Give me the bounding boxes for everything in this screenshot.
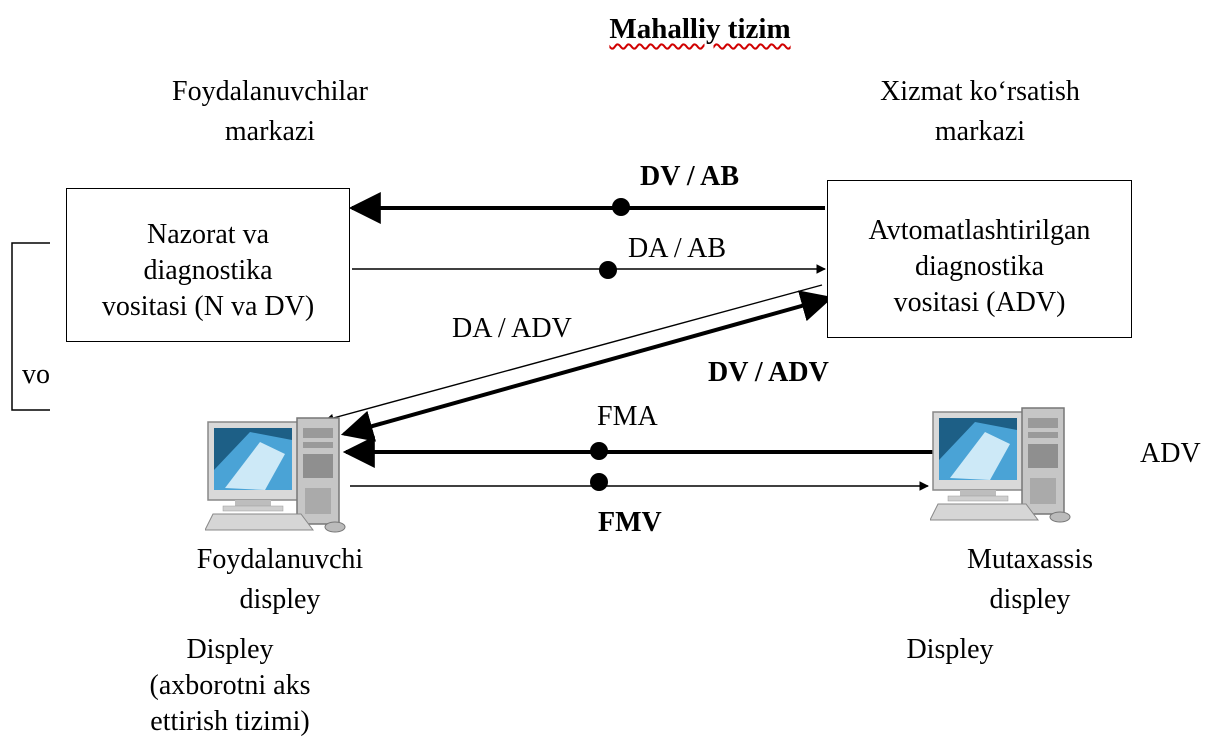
display-right-label: Displey [906,634,994,665]
da-ab-label: DA / AB [628,233,727,264]
da-adv-label: DA / ADV [452,313,572,344]
fma-node [590,442,608,460]
left-bracket-line [11,242,50,411]
fmv-label: FMV [598,507,662,538]
da-ab-node [599,261,617,279]
da-adv-arrow [325,284,823,423]
fmv-node [590,473,608,491]
dv-adv-arrow [340,290,834,442]
fma-label: FMA [597,401,658,432]
diagram-title: Mahalliy tizim [609,13,791,45]
desktop-computer-icon [205,417,346,533]
control-diagnostics-text: Nazorat va diagnostika vositasi (N va DV… [101,219,315,322]
expert-display-label: Mutaxassis displey [967,544,1093,615]
cut-text-left: vo [22,359,50,390]
automated-diagnostics-text: Avtomatlashtirilgan diagnostika vositasi… [868,215,1091,318]
dv-ab-label: DV / AB [640,161,740,192]
dv-ab-node [612,198,630,216]
service-center-label: Xizmat ko‘rsatish markazi [880,76,1080,147]
control-diagnostics-box: Nazorat va diagnostika vositasi (N va DV… [66,188,350,342]
desktop-computer-icon [930,407,1071,523]
automated-diagnostics-box: Avtomatlashtirilgan diagnostika vositasi… [827,180,1132,338]
users-center-label: Foydalanuvchilar markazi [172,76,368,147]
display-system-label: Displey (axborotni aks ettirish tizimi) [149,634,311,737]
user-display-label: Foydalanuvchi displey [196,544,364,615]
cut-text-right: ADV [1140,438,1201,469]
dv-adv-label: DV / ADV [708,357,829,388]
